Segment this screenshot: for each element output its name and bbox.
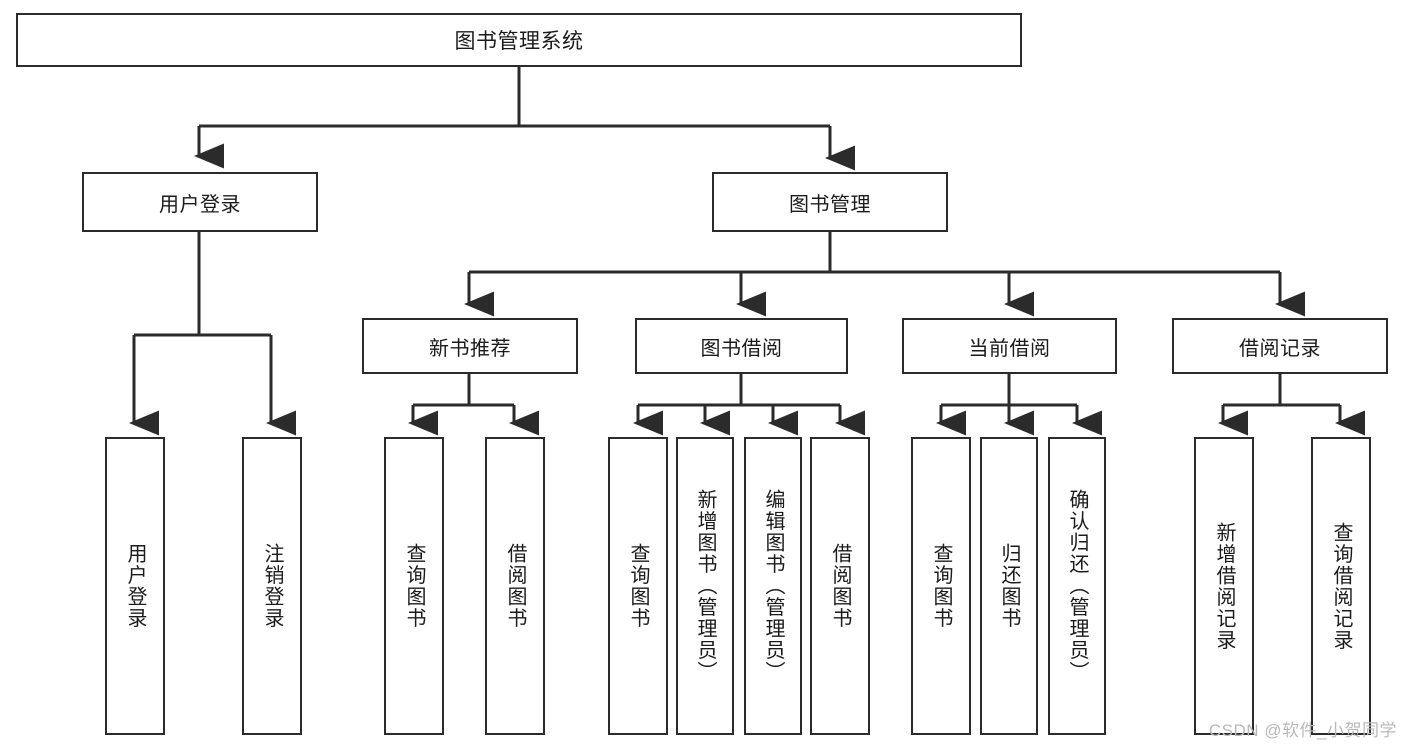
node-borrow-record-label: 借阅记录 [1239, 337, 1321, 360]
node-leaf-edit-book-admin-label: 编辑图书（管理员） [762, 489, 784, 683]
node-leaf-query-borrow-record-label: 查询借阅记录 [1330, 521, 1352, 651]
node-user-login-label: 用户登录 [159, 193, 241, 216]
node-leaf-logout[interactable]: 注销登录 [242, 437, 302, 735]
node-leaf-return-book-label: 归还图书 [998, 543, 1020, 629]
node-leaf-confirm-return-admin[interactable]: 确认归还（管理员） [1048, 437, 1106, 735]
node-leaf-user-login[interactable]: 用户登录 [105, 437, 165, 735]
node-leaf-borrow-book-borrow-label: 借阅图书 [829, 543, 851, 629]
node-leaf-edit-book-admin[interactable]: 编辑图书（管理员） [744, 437, 802, 735]
node-leaf-user-login-label: 用户登录 [124, 543, 146, 629]
node-leaf-add-book-admin-label: 新增图书（管理员） [694, 489, 716, 683]
node-leaf-add-borrow-record-label: 新增借阅记录 [1213, 521, 1235, 651]
csdn-watermark: CSDN @软件_小贺同学 [1208, 721, 1397, 740]
node-book-borrow-label: 图书借阅 [700, 337, 783, 360]
node-current-borrow-label: 当前借阅 [968, 337, 1051, 360]
node-book-management[interactable]: 图书管理 [712, 172, 948, 232]
node-leaf-query-book-current[interactable]: 查询图书 [911, 437, 971, 735]
node-leaf-borrow-book-newbook-label: 借阅图书 [504, 543, 526, 629]
node-leaf-confirm-return-admin-label: 确认归还（管理员） [1066, 489, 1088, 683]
node-book-borrow[interactable]: 图书借阅 [635, 318, 848, 374]
node-root-label: 图书管理系统 [454, 30, 584, 53]
node-leaf-borrow-book-borrow[interactable]: 借阅图书 [810, 437, 870, 735]
node-leaf-add-book-admin[interactable]: 新增图书（管理员） [676, 437, 734, 735]
node-leaf-borrow-book-newbook[interactable]: 借阅图书 [485, 437, 545, 735]
node-leaf-query-book-newbook[interactable]: 查询图书 [384, 437, 444, 735]
node-new-book-recommend[interactable]: 新书推荐 [362, 318, 578, 374]
node-leaf-query-book-borrow[interactable]: 查询图书 [608, 437, 668, 735]
node-leaf-return-book[interactable]: 归还图书 [980, 437, 1038, 735]
node-leaf-query-book-current-label: 查询图书 [930, 543, 952, 629]
node-leaf-logout-label: 注销登录 [261, 543, 283, 629]
node-new-book-recommend-label: 新书推荐 [429, 337, 511, 360]
node-borrow-record[interactable]: 借阅记录 [1172, 318, 1388, 374]
node-book-management-label: 图书管理 [789, 193, 871, 216]
node-leaf-add-borrow-record[interactable]: 新增借阅记录 [1194, 437, 1254, 735]
node-user-login[interactable]: 用户登录 [82, 172, 318, 232]
node-current-borrow[interactable]: 当前借阅 [902, 318, 1117, 374]
node-root[interactable]: 图书管理系统 [16, 13, 1022, 67]
node-leaf-query-borrow-record[interactable]: 查询借阅记录 [1311, 437, 1371, 735]
node-leaf-query-book-newbook-label: 查询图书 [403, 543, 425, 629]
node-leaf-query-book-borrow-label: 查询图书 [627, 543, 649, 629]
